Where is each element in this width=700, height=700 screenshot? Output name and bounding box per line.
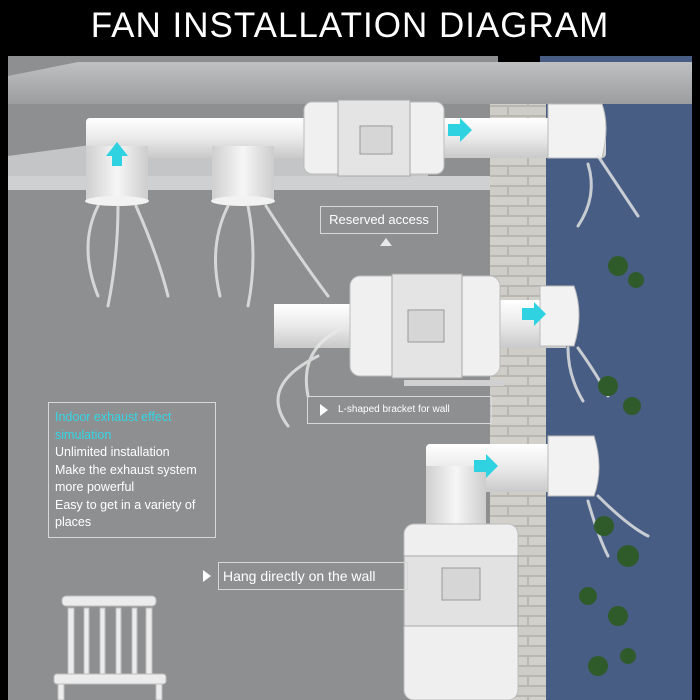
bracket-label: L-shaped bracket for wall xyxy=(307,396,492,424)
right-arrow-icon xyxy=(474,454,498,478)
diagram-title: FAN INSTALLATION DIAGRAM xyxy=(90,6,610,45)
right-arrow-icon xyxy=(522,302,546,326)
up-arrow-icon xyxy=(106,142,128,166)
fan-icon xyxy=(349,273,504,386)
duct-drop-right xyxy=(212,146,274,200)
exterior-wall xyxy=(540,56,692,700)
triangle-pointer-icon xyxy=(203,570,211,582)
reserved-access-label: Reserved access xyxy=(320,206,438,234)
fan-icon xyxy=(403,523,519,700)
bracket-label-text: L-shaped bracket for wall xyxy=(338,404,450,415)
info-line: places xyxy=(55,515,92,529)
hang-label: Hang directly on the wall xyxy=(203,562,408,590)
fan-icon xyxy=(303,99,445,177)
info-line: Easy to get in a variety of xyxy=(55,497,196,512)
info-heading-line: Indoor exhaust effect xyxy=(55,410,172,424)
top-elbow-outlet xyxy=(547,103,607,159)
leaf-icon xyxy=(579,256,644,676)
up-arrow-icon xyxy=(380,238,392,246)
info-line: more powerful xyxy=(55,480,135,494)
bottom-elbow-outlet xyxy=(547,435,600,497)
triangle-pointer-icon xyxy=(320,404,328,416)
roof xyxy=(8,62,692,104)
hang-label-text: Hang directly on the wall xyxy=(223,568,376,584)
mid-elbow-outlet xyxy=(539,285,580,347)
info-heading-line: simulation xyxy=(55,427,112,442)
info-box: Indoor exhaust effect simulation Unlimit… xyxy=(48,402,216,538)
bottom-riser xyxy=(426,466,486,526)
info-line: Unlimited installation xyxy=(55,445,170,459)
chair-icon xyxy=(53,595,167,700)
right-arrow-icon xyxy=(448,118,472,142)
info-line: Make the exhaust system xyxy=(55,462,197,477)
airflow-lines xyxy=(86,154,650,558)
scene-illustration xyxy=(8,56,692,700)
